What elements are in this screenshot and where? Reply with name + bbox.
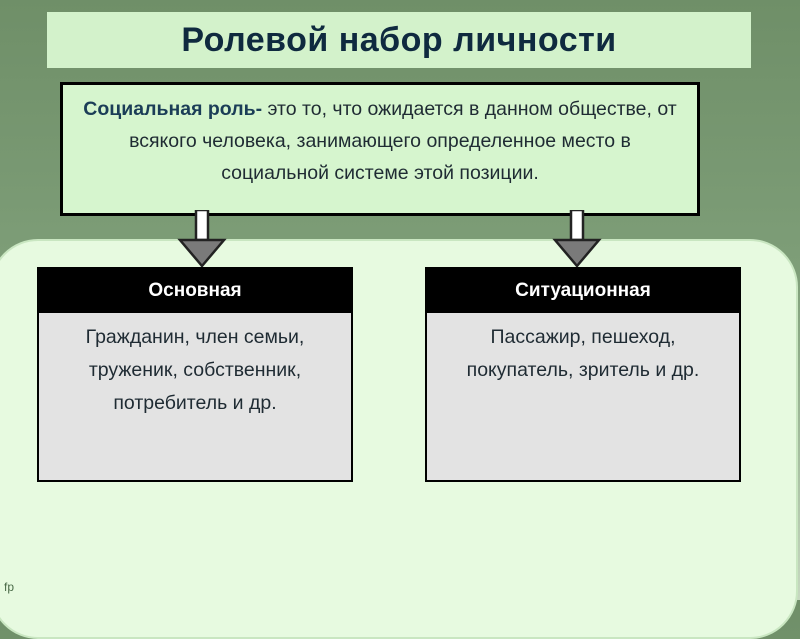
arrow-down-left-icon <box>177 210 227 268</box>
definition-text: это то, что ожидается в данном обществе,… <box>129 98 677 184</box>
basic-role-column: Основная Гражданин, член семьи, труженик… <box>37 267 353 482</box>
definition-box: Социальная роль- это то, что ожидается в… <box>60 82 700 216</box>
watermark: fp <box>4 580 15 594</box>
slide-title: Ролевой набор личности <box>47 12 751 68</box>
basic-role-heading: Основная <box>39 269 351 313</box>
situational-role-column: Ситуационная Пассажир, пешеход, покупате… <box>425 267 741 482</box>
arrow-down-right-icon <box>552 210 602 268</box>
basic-role-examples: Гражданин, член семьи, труженик, собстве… <box>85 326 305 414</box>
definition-term: Социальная роль- <box>83 98 263 120</box>
slide-title-text: Ролевой набор личности <box>181 20 617 59</box>
situational-role-examples: Пассажир, пешеход, покупатель, зритель и… <box>466 326 700 381</box>
situational-role-heading: Ситуационная <box>427 269 739 313</box>
